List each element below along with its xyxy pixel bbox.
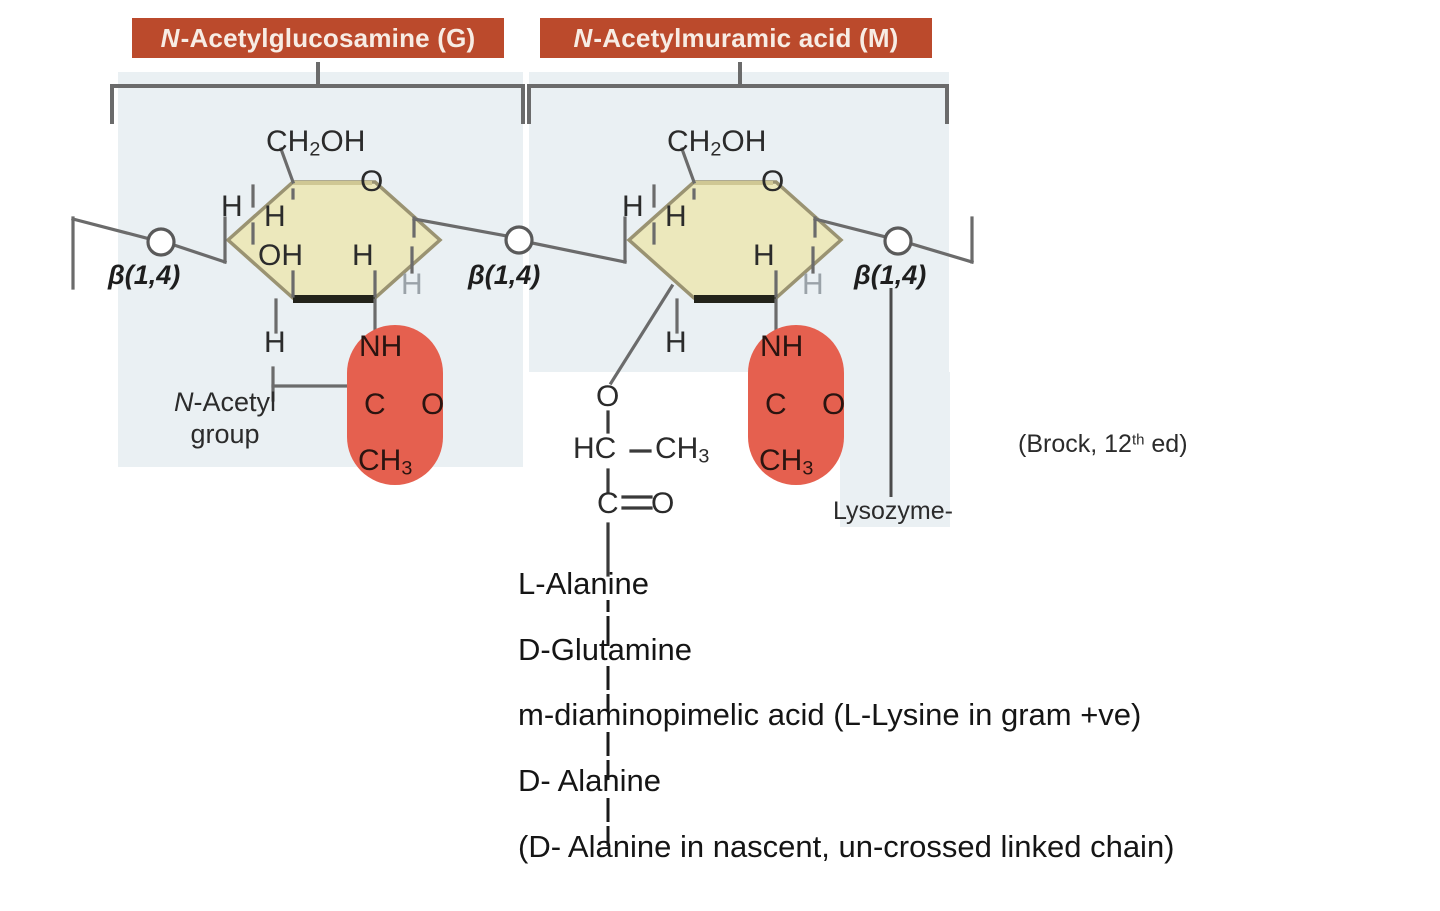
murnac-acetyl-carbonyl-c: C xyxy=(765,388,787,421)
glcnac-ch2oh-label: CH2OH xyxy=(266,125,366,161)
glcnac-inner-right-h: H xyxy=(352,239,374,272)
source-citation-prefix: (Brock, 12 xyxy=(1018,430,1132,458)
source-citation-suffix: ed) xyxy=(1144,430,1188,458)
lactyl-carbonyl-o: O xyxy=(651,487,675,520)
murnac-acetyl-nh: NH xyxy=(760,330,804,363)
lactyl-methine: HC xyxy=(573,432,617,465)
peptide-residue-2: D-Glutamine xyxy=(518,632,692,667)
n-acetyl-group-callout: N-Acetyl group xyxy=(155,387,295,451)
murnac-right-lower-h: H xyxy=(802,268,824,301)
glcnac-bottom-left-h: H xyxy=(264,326,286,359)
lactyl-ether-oxygen: O xyxy=(596,380,620,413)
murnac-upper-left-h: H xyxy=(622,190,644,223)
peptide-residue-3: m-diaminopimelic acid (L-Lysine in gram … xyxy=(518,697,1142,732)
n-acetyl-capsule-murnac xyxy=(748,325,844,485)
murnac-acetyl-carbonyl-o: O xyxy=(822,388,846,421)
glcnac-right-lower-h: H xyxy=(401,268,423,301)
murnac-inner-upper-h: H xyxy=(665,200,687,233)
glycosidic-label-2: β(1,4) xyxy=(468,260,541,290)
source-citation: (Brock, 12th ed) xyxy=(1018,432,1188,457)
n-acetyl-callout-italic-n: N xyxy=(173,387,194,417)
glcnac-inner-hydroxyl: OH xyxy=(258,239,303,272)
glcnac-upper-left-h: H xyxy=(221,190,243,223)
peptide-residue-4: D- Alanine xyxy=(518,763,662,798)
glcnac-acetyl-carbonyl-c: C xyxy=(364,388,386,421)
n-acetyl-capsule-glcnac xyxy=(347,325,443,485)
banner-italic-n-1: N xyxy=(160,22,180,53)
banner-n-acetylglucosamine: N-Acetylglucosamine (G) xyxy=(132,18,504,58)
murnac-inner-right-h: H xyxy=(753,239,775,272)
banner-italic-n-2: N xyxy=(573,22,593,53)
lactyl-carbonyl-c: C xyxy=(597,487,619,520)
banner-label-1: -Acetylglucosamine (G) xyxy=(180,22,476,53)
glcnac-acetyl-carbonyl-o: O xyxy=(421,388,445,421)
glcnac-acetyl-methyl: CH3 xyxy=(358,444,413,480)
lysozyme-label: Lysozyme- xyxy=(833,497,953,525)
murnac-acetyl-methyl: CH3 xyxy=(759,444,814,480)
n-acetyl-callout-line1: -Acetyl xyxy=(193,387,277,417)
banner-n-acetylmuramic-acid: N-Acetylmuramic acid (M) xyxy=(540,18,932,58)
background-tint-right xyxy=(529,72,949,372)
glcnac-acetyl-nh: NH xyxy=(359,330,403,363)
background-tint-lysozyme xyxy=(840,372,950,527)
lactyl-methyl: CH3 xyxy=(655,432,710,468)
n-acetyl-callout-line2: group xyxy=(190,418,260,449)
murnac-bottom-left-h: H xyxy=(665,326,687,359)
banner-label-2: -Acetylmuramic acid (M) xyxy=(593,22,899,53)
glycosidic-label-3: β(1,4) xyxy=(854,260,927,290)
murnac-ring-oxygen-label: O xyxy=(761,165,785,198)
murnac-ch2oh-label: CH2OH xyxy=(667,125,767,161)
glcnac-inner-upper-h: H xyxy=(264,200,286,233)
peptide-residue-1: L-Alanine xyxy=(518,566,649,601)
glcnac-ring-oxygen-label: O xyxy=(360,165,384,198)
peptide-residue-5: (D- Alanine in nascent, un-crossed linke… xyxy=(518,829,1175,864)
source-citation-ordinal: th xyxy=(1131,431,1145,449)
glycosidic-label-1: β(1,4) xyxy=(108,260,181,290)
